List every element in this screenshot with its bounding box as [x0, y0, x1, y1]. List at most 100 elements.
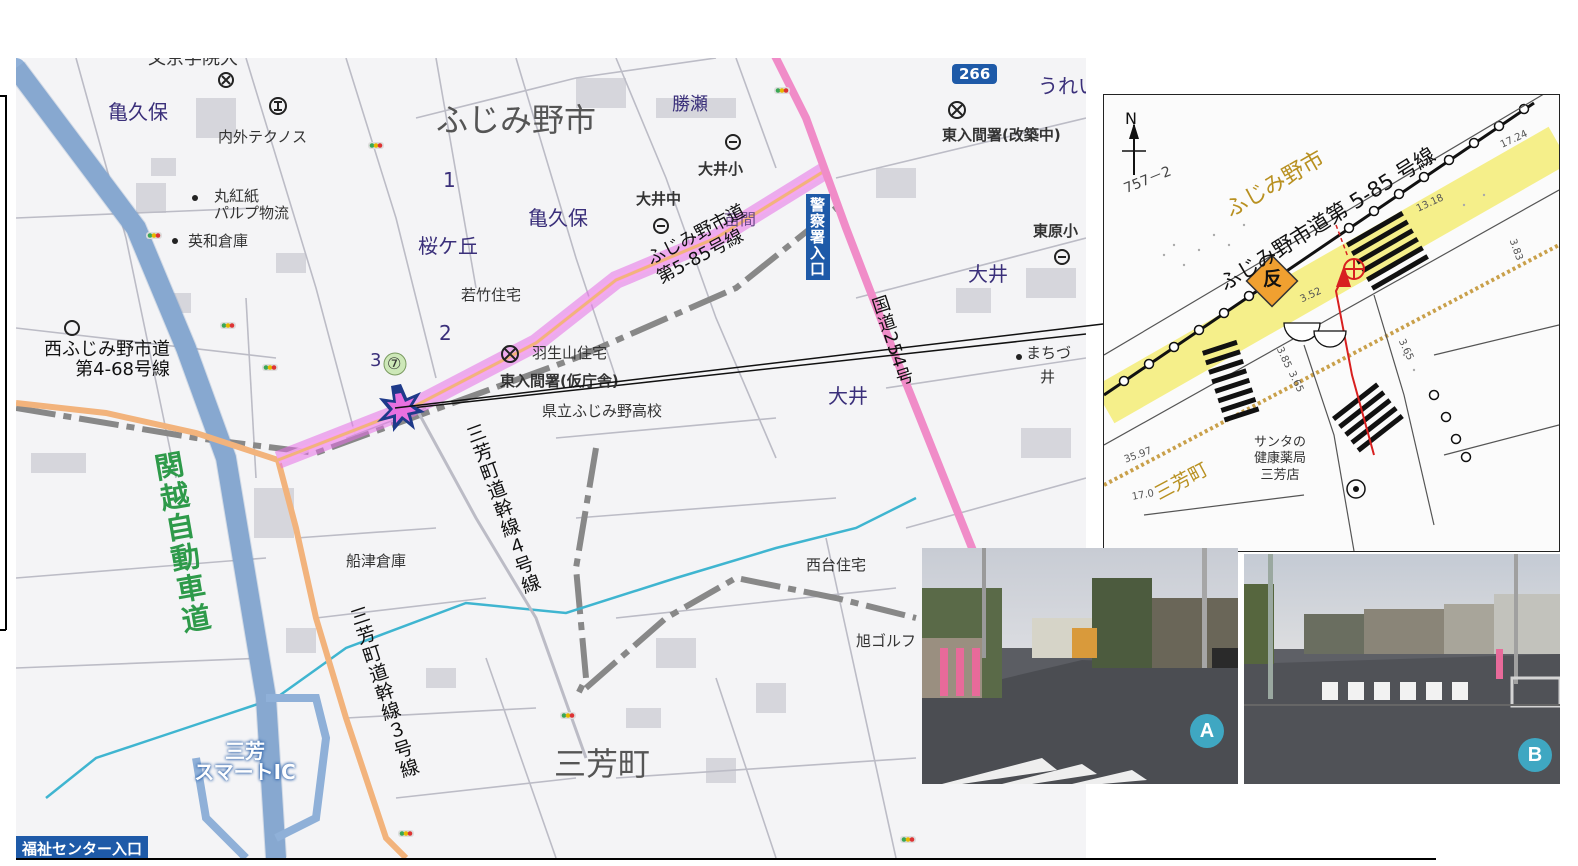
photo-b[interactable]: B — [1244, 554, 1560, 784]
expressway-kanetsu — [16, 58, 286, 858]
inset-canvas — [1104, 95, 1559, 551]
route-266-shield: 266 — [952, 64, 998, 84]
building-block — [626, 708, 661, 728]
label-highschool: 県立ふじみ野高校 — [542, 402, 663, 420]
label-higashihara: 東原小 — [1033, 222, 1079, 240]
leader-line-lower — [410, 333, 1086, 409]
national-road-254 — [771, 58, 980, 560]
facility-dot-icon — [192, 195, 198, 201]
place-naema: 苗間 — [724, 210, 757, 229]
label-machitsu: まちづ — [1026, 344, 1072, 362]
building-block — [196, 98, 236, 138]
label-ooi-jh: 大井中 — [636, 190, 682, 208]
label-ikoma: 井 — [1040, 368, 1056, 386]
inset-boundary-dashed — [1104, 243, 1559, 487]
school-symbol-icon — [725, 134, 741, 150]
label-police-temp: 東入間署(改築中) — [942, 126, 1061, 144]
place-ooi-2: 大井 — [828, 384, 868, 408]
inset-pharmacy-label: サンタの 健康薬局 三芳店 — [1254, 435, 1307, 483]
road-miyoshi-4 — [414, 407, 588, 759]
factory-symbol-icon — [269, 97, 287, 115]
photo-a-badge: A — [1190, 714, 1224, 748]
sign-welfare-center: 福祉センター入口 — [16, 836, 149, 858]
label-marubeni: 丸紅紙 パルプ物流 — [214, 187, 290, 222]
label-police-2: 東入間署(仮庁舎) — [500, 372, 619, 390]
sign-police-entrance: 警察署入口 — [806, 194, 830, 280]
block-number-1: 1 — [443, 168, 456, 192]
inset-marker-label: 反 — [1263, 268, 1283, 290]
school-symbol-icon — [1054, 249, 1070, 265]
label-bunkyo-univ: 文京学院大 — [148, 58, 238, 69]
label-ooi-es: 大井小 — [698, 160, 744, 178]
photo-a[interactable]: A — [922, 548, 1238, 784]
accident-number-marker[interactable]: ⑦ — [387, 354, 402, 373]
place-sakuragaoka: 桜ケ丘 — [418, 234, 478, 258]
label-naigai-technos: 内外テクノス — [218, 128, 308, 146]
traffic-light-icon — [900, 836, 916, 843]
inset-person-symbol — [1283, 322, 1347, 348]
building-block — [656, 638, 696, 668]
city-name-fujimino: ふじみ野市 — [436, 101, 597, 139]
label-nishidai: 西台住宅 — [806, 556, 867, 574]
police-symbol-icon — [948, 101, 966, 119]
route-miyoshi-3 — [16, 400, 409, 858]
building-block — [426, 668, 456, 688]
place-kamekubo-1: 亀久保 — [108, 100, 168, 124]
building-block — [956, 288, 991, 313]
block-number-2: 2 — [439, 321, 452, 345]
building-block — [1026, 268, 1076, 298]
frame-bottom-line — [16, 858, 1436, 860]
inset-north-label: N — [1125, 109, 1137, 128]
school-symbol-icon — [218, 72, 234, 88]
place-kamekubo-2: 亀久保 — [528, 206, 588, 230]
label-route-4-68: 西ふじみ野市道 第4-68号線 — [44, 339, 170, 380]
inset-symbol-icon — [1346, 479, 1366, 499]
place-ooi-1: 大井 — [968, 262, 1008, 286]
label-asahi-golf: 旭ゴルフ — [856, 632, 917, 650]
river — [45, 496, 917, 799]
building-block — [576, 78, 626, 108]
facility-dot-icon — [172, 238, 178, 244]
photo-a-image — [922, 548, 1238, 784]
building-block — [136, 183, 166, 213]
place-katsuse: 勝瀬 — [672, 94, 708, 115]
town-name-miyoshi: 三芳町 — [554, 745, 651, 783]
building-block — [1021, 428, 1071, 458]
building-block — [756, 683, 786, 713]
smart-ic-label: 三芳 スマートIC — [194, 739, 296, 784]
frame-left-tick-bottom — [0, 629, 6, 631]
inset-marker-diamond — [1245, 254, 1299, 308]
school-symbol-icon — [64, 320, 80, 336]
traffic-light-icon — [368, 142, 384, 149]
label-habu: 羽生山住宅 — [532, 344, 608, 362]
label-eiwa: 英和倉庫 — [188, 232, 249, 250]
traffic-light-icon — [220, 322, 236, 329]
traffic-light-icon — [146, 232, 162, 239]
photo-b-image — [1244, 554, 1560, 784]
inset-arrow-head-icon — [1336, 265, 1351, 287]
building-block — [276, 253, 306, 273]
inset-north-arrow-icon — [1122, 123, 1146, 175]
building-block — [151, 158, 176, 176]
building-block — [656, 98, 736, 118]
photo-b-badge: B — [1518, 738, 1552, 772]
label-wakatake: 若竹住宅 — [461, 286, 522, 304]
traffic-light-icon — [398, 830, 414, 837]
building-block — [286, 628, 316, 653]
building-block — [31, 453, 86, 473]
inset-detail-map[interactable]: N 757－2 ふじみ野市 ふじみ野市道第 5-85 号線 三芳町 サンタの 健… — [1103, 94, 1560, 552]
traffic-light-icon — [774, 87, 790, 94]
label-funatsu: 船津倉庫 — [346, 552, 407, 570]
traffic-light-icon — [560, 712, 576, 719]
inset-road-band — [1104, 126, 1559, 424]
block-number-3: 3 — [370, 350, 382, 371]
building-block — [876, 168, 916, 198]
facility-dot-icon — [1016, 354, 1022, 360]
smart-ic-ramp — [266, 694, 331, 842]
traffic-light-icon — [262, 364, 278, 371]
place-uren: うれい — [1038, 74, 1086, 98]
inset-rail-circles — [1118, 103, 1530, 463]
inset-crosswalks — [1202, 211, 1429, 453]
frame-left-edge — [5, 95, 7, 630]
school-symbol-icon — [653, 218, 669, 234]
